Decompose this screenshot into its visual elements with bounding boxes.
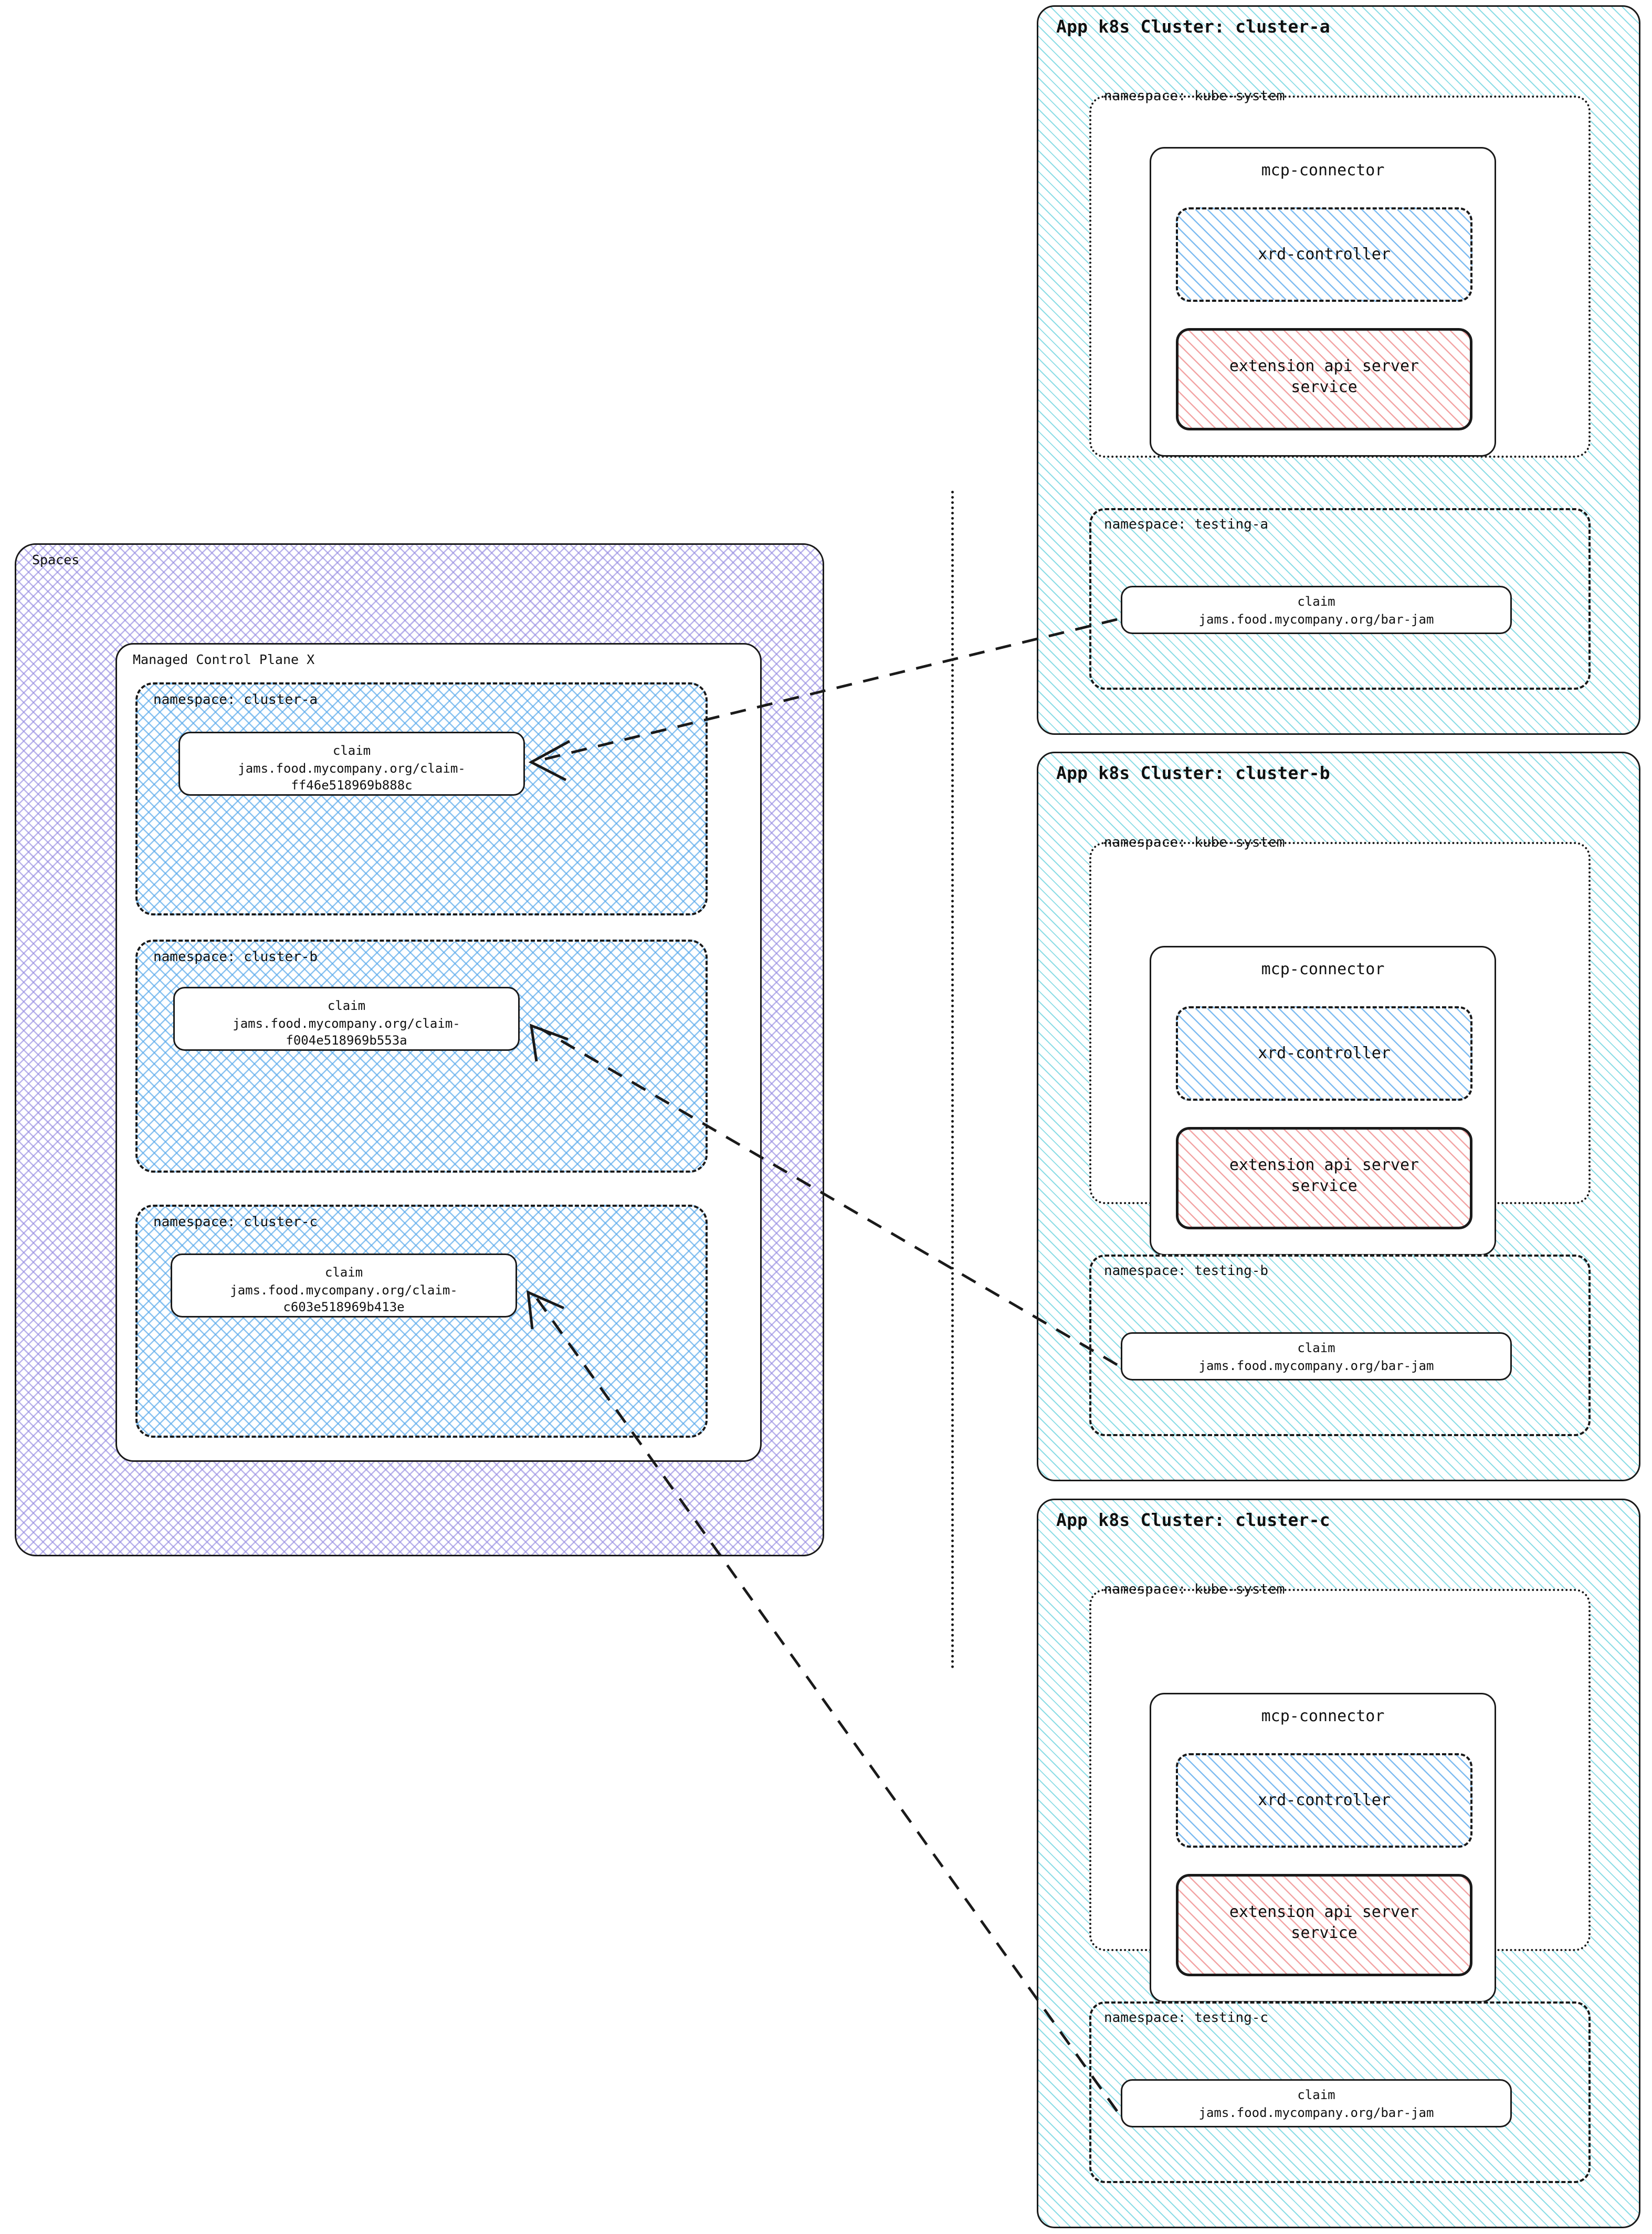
cluster-b-title: App k8s Cluster: cluster-b [1056, 763, 1330, 783]
cluster-a-title: App k8s Cluster: cluster-a [1056, 16, 1330, 37]
cluster-b-extension-api-server-label: extension api server service [1229, 1156, 1419, 1195]
cluster-a-mcp-connector-label: mcp-connector [1261, 161, 1385, 180]
cluster-c-xrd-controller-label: xrd-controller [1258, 1791, 1391, 1809]
cluster-a-xrd-controller-label: xrd-controller [1258, 245, 1391, 264]
cluster-c-testing-label: namespace: testing-c [1104, 2010, 1269, 2026]
claim-cluster-a-kind: claim [332, 743, 371, 758]
cluster-c-kube-system-label: namespace: kube-system [1104, 1582, 1285, 1597]
cluster-c-mcp-connector-label: mcp-connector [1261, 1707, 1385, 1725]
namespace-cluster-c: namespace: cluster-c [135, 1205, 708, 1438]
cluster-c-title: App k8s Cluster: cluster-c [1056, 1510, 1330, 1530]
namespace-cluster-c-label: namespace: cluster-c [153, 1214, 318, 1230]
claim-cluster-c-kind: claim [324, 1265, 363, 1280]
cluster-b-xrd-controller: xrd-controller [1176, 1006, 1472, 1101]
cluster-a-xrd-controller: xrd-controller [1176, 207, 1472, 302]
claim-cluster-b-kind: claim [327, 998, 366, 1013]
claim-cluster-b[interactable]: claim jams.food.mycompany.org/claim- f00… [173, 987, 520, 1051]
namespace-cluster-b-label: namespace: cluster-b [153, 949, 318, 965]
cluster-a-extension-api-server: extension api server service [1176, 328, 1472, 430]
claim-cluster-b-ref: jams.food.mycompany.org/claim- f004e5189… [233, 1016, 460, 1048]
cluster-b-testing-claim[interactable]: claim jams.food.mycompany.org/bar-jam [1121, 1332, 1512, 1381]
cluster-c-testing-claim[interactable]: claim jams.food.mycompany.org/bar-jam [1121, 2079, 1512, 2127]
control-plane-label: Managed Control Plane X [133, 652, 315, 667]
cluster-a-testing-claim[interactable]: claim jams.food.mycompany.org/bar-jam [1121, 586, 1512, 634]
cluster-b-xrd-controller-label: xrd-controller [1258, 1044, 1391, 1062]
cluster-a-testing-label: namespace: testing-a [1104, 517, 1269, 532]
vertical-divider [951, 491, 954, 1669]
cluster-b-testing-claim-ref: jams.food.mycompany.org/bar-jam [1198, 1358, 1434, 1373]
cluster-a-testing-claim-ref: jams.food.mycompany.org/bar-jam [1198, 612, 1434, 627]
namespace-cluster-a-label: namespace: cluster-a [153, 692, 318, 708]
cluster-c-xrd-controller: xrd-controller [1176, 1753, 1472, 1848]
cluster-c-extension-api-server: extension api server service [1176, 1874, 1472, 1976]
cluster-a-kube-system-label: namespace: kube-system [1104, 88, 1285, 104]
namespace-cluster-b: namespace: cluster-b [135, 940, 708, 1173]
claim-cluster-a-ref: jams.food.mycompany.org/claim- ff46e5189… [238, 761, 466, 793]
cluster-b-kube-system-label: namespace: kube-system [1104, 835, 1285, 850]
cluster-b-testing-label: namespace: testing-b [1104, 1263, 1269, 1279]
claim-cluster-a[interactable]: claim jams.food.mycompany.org/claim- ff4… [178, 732, 525, 796]
spaces-label: Spaces [32, 552, 80, 567]
cluster-b-mcp-connector-label: mcp-connector [1261, 960, 1385, 978]
cluster-b-extension-api-server: extension api server service [1176, 1127, 1472, 1229]
namespace-cluster-a: namespace: cluster-a [135, 682, 708, 915]
cluster-c-testing-claim-kind: claim [1297, 2088, 1335, 2102]
cluster-c-testing-claim-ref: jams.food.mycompany.org/bar-jam [1198, 2105, 1434, 2120]
cluster-a-testing-claim-kind: claim [1297, 594, 1335, 609]
claim-cluster-c-ref: jams.food.mycompany.org/claim- c603e5189… [230, 1283, 458, 1314]
claim-cluster-c[interactable]: claim jams.food.mycompany.org/claim- c60… [171, 1253, 517, 1318]
cluster-c-extension-api-server-label: extension api server service [1229, 1903, 1419, 1942]
cluster-a-extension-api-server-label: extension api server service [1229, 357, 1419, 396]
cluster-b-testing-claim-kind: claim [1297, 1341, 1335, 1355]
